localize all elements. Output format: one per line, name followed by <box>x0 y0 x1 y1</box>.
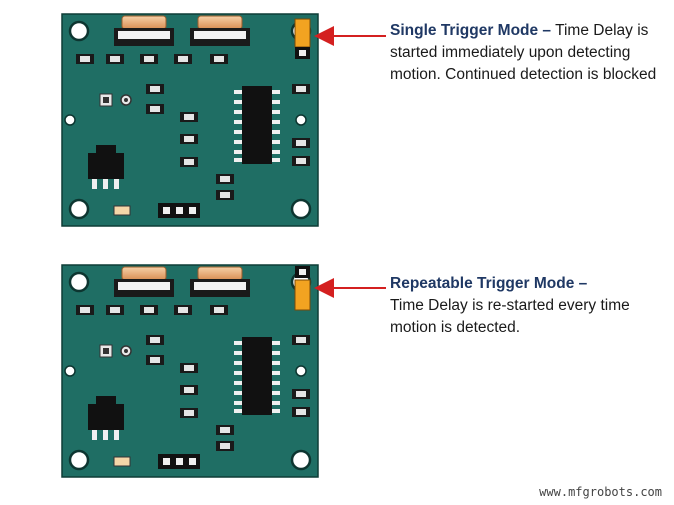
pir-sensor-board-single <box>60 12 320 228</box>
repeatable-trigger-title: Repeatable Trigger Mode – <box>390 275 588 292</box>
single-trigger-text: Time Delay is started immediately upon d… <box>390 22 657 83</box>
watermark: www.mfgrobots.com <box>539 485 662 499</box>
pir-sensor-board-repeat <box>60 263 320 479</box>
single-trigger-title: Single Trigger Mode – <box>390 22 552 39</box>
jumper-repeat <box>294 266 311 311</box>
repeatable-trigger-description: Repeatable Trigger Mode – Time Delay is … <box>390 273 660 339</box>
jumper-single <box>294 18 311 59</box>
single-trigger-description: Single Trigger Mode – Time Delay is star… <box>390 20 660 86</box>
repeatable-trigger-text: Time Delay is re-started every time moti… <box>390 297 630 336</box>
